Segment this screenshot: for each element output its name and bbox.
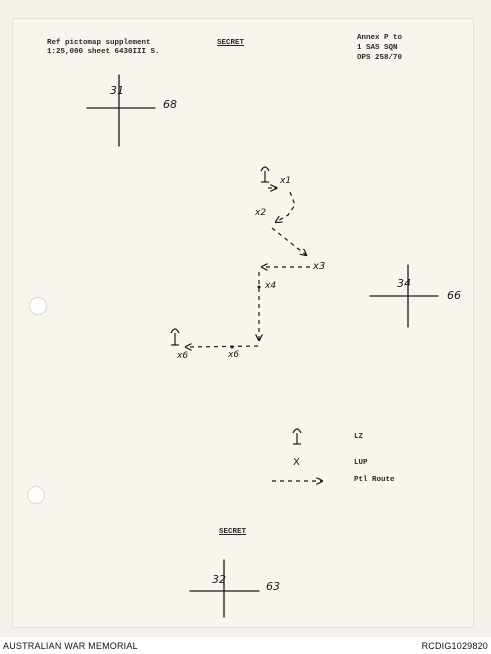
ref-line-1: Ref pictomap supplement [47, 39, 151, 47]
classification-top: SECRET [217, 39, 245, 47]
footer-id: RCDIG1029820 [421, 641, 488, 651]
grid-cross-34-66 [369, 264, 439, 328]
annex-line-2: 1 SAS SQN [357, 44, 398, 52]
lz-symbols [170, 166, 302, 445]
route-label-x6-west: x6 [177, 351, 189, 361]
classification-bottom: SECRET [219, 528, 247, 536]
legend-lz-label: LZ [354, 433, 364, 441]
annex-line-1: Annex P to [357, 34, 403, 42]
ref-line-2: 1:25,000 sheet 6430III S. [47, 48, 160, 56]
grid-easting-32: 32 [212, 573, 226, 586]
lz-icon [170, 328, 180, 346]
legend-lup-label: LUP [354, 459, 368, 467]
route-label-x6-east: x6 [228, 350, 240, 360]
annex-line-3: OPS 258/70 [357, 54, 403, 62]
legend-route-label: Ptl Route [354, 476, 395, 484]
route-label-x3: x3 [313, 261, 326, 272]
document-page [13, 19, 473, 627]
lz-icon [260, 166, 270, 183]
punch-hole-lower [27, 486, 45, 504]
grid-easting-34: 34 [397, 277, 411, 290]
grid-easting-31: 31 [110, 84, 124, 97]
grid-cross-31-68 [86, 74, 156, 147]
patrol-route [186, 188, 322, 481]
legend-lup-symbol: X [293, 457, 300, 468]
punch-hole-upper [29, 297, 47, 315]
grid-northing-66: 66 [447, 289, 461, 302]
grid-northing-68: 68 [163, 98, 177, 111]
grid-northing-63: 63 [266, 580, 280, 593]
footer-source: AUSTRALIAN WAR MEMORIAL [3, 641, 138, 651]
route-label-x2: x2 [255, 208, 267, 218]
archive-footer: AUSTRALIAN WAR MEMORIAL RCDIG1029820 [0, 637, 491, 654]
route-label-x1: x1 [280, 176, 292, 186]
lz-legend-icon [292, 428, 302, 445]
route-label-x4: x4 [265, 281, 277, 291]
route-dots [230, 186, 278, 349]
grid-cross-32-63 [189, 559, 260, 618]
